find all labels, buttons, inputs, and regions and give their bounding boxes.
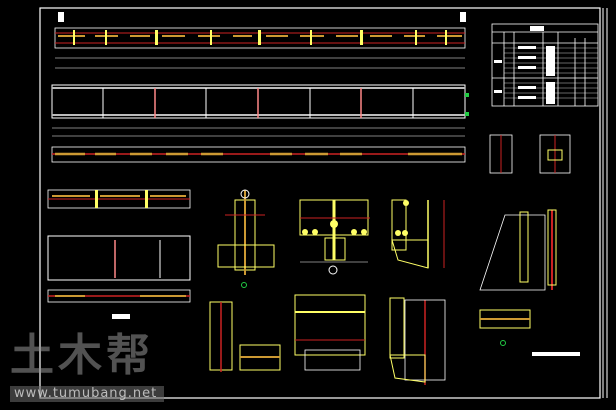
beam-plan-bottom [51,146,466,163]
drawing-frame [39,7,601,399]
beam-elevation [51,84,469,137]
beam-plan-top [54,12,466,69]
connection-detail-3 [391,199,445,269]
connection-detail-4 [479,209,580,356]
connection-detail-1 [217,189,275,288]
section-detail-top-right [489,134,571,174]
connection-detail-2 [299,199,370,275]
material-schedule-table [491,23,599,107]
connection-detail-6 [294,294,366,371]
connection-detail-5 [209,301,281,372]
connection-detail-7 [389,297,446,385]
secondary-beam-plan [47,189,191,319]
watermark-logo: 土木帮 [10,330,154,381]
watermark-url: www.tumubang.net [10,386,164,402]
